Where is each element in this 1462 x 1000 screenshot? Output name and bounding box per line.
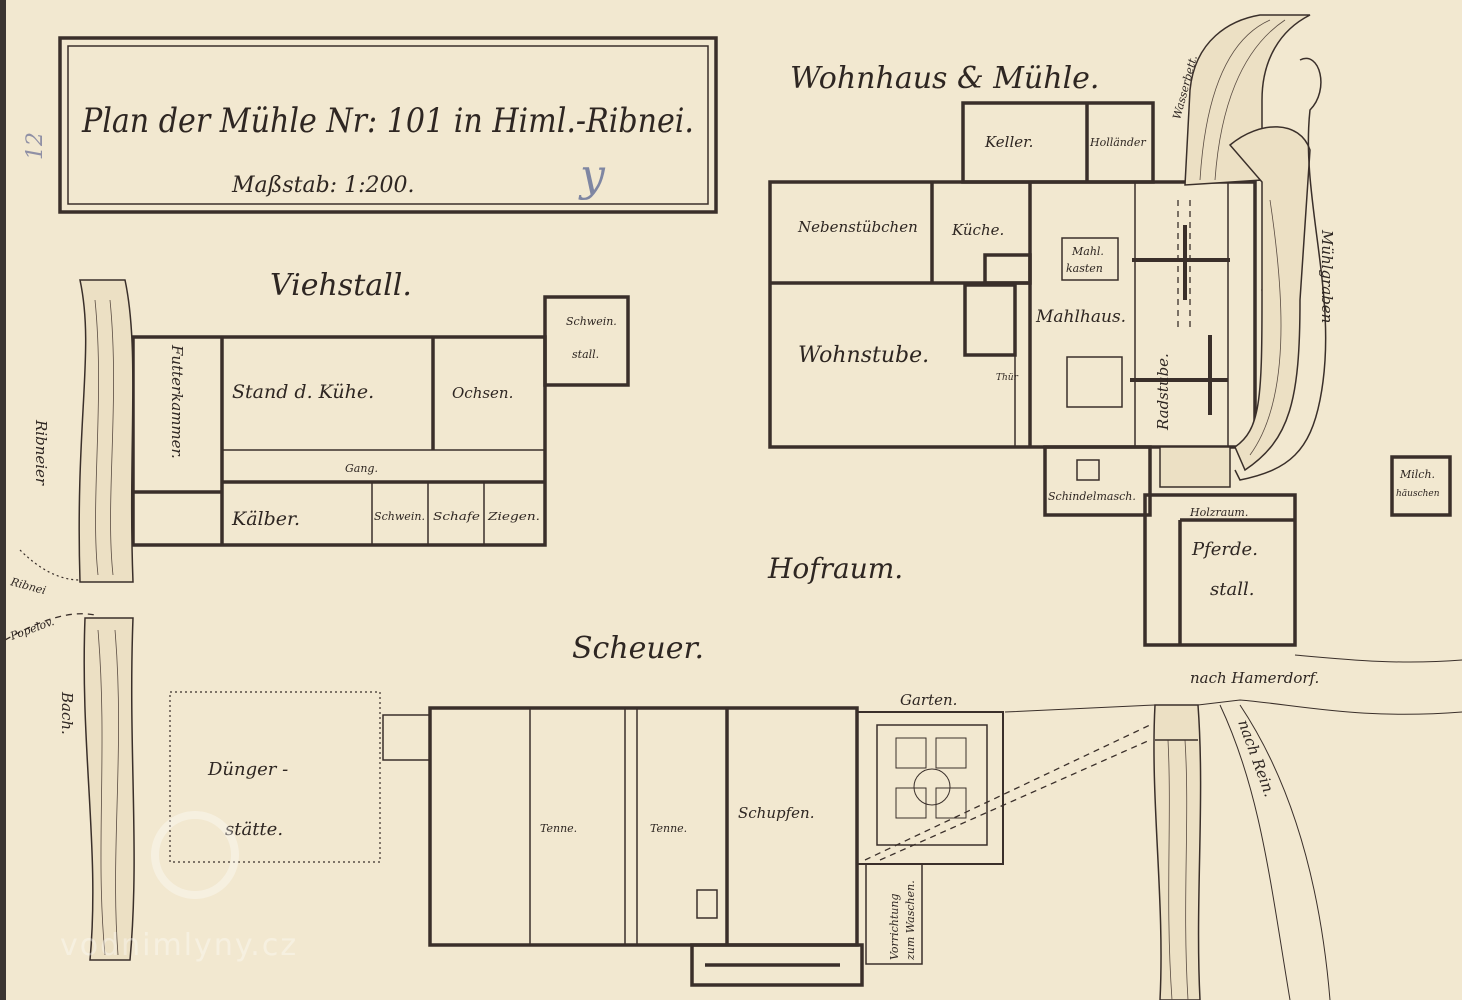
- road-hamerdorf: [1294, 654, 1462, 663]
- room-mahlhaus: Mahlhaus.: [1035, 307, 1126, 327]
- wohnhaus-muehle-building: Nebenstübchen Küche. Keller. Holländer W…: [768, 101, 1452, 647]
- room-tenne-2: Tenne.: [650, 822, 687, 835]
- room-nebenstuebchen: Nebenstübchen: [797, 218, 918, 236]
- room-schwein: Schwein.: [374, 510, 425, 523]
- room-hollaender: Holländer: [1089, 136, 1146, 149]
- room-schupfen: Schupfen.: [738, 804, 814, 822]
- mahlkasten-2: kasten: [1066, 262, 1103, 275]
- left-brook: Ribneier Bach. Ribnei Popelov.: [4, 279, 135, 961]
- door-label: Thür: [996, 373, 1019, 383]
- room-gang: Gang.: [345, 462, 378, 475]
- pencil-number: 12: [23, 132, 48, 160]
- plan-title: Plan der Mühle Nr: 101 in Himl.-Ribnei.: [81, 101, 694, 141]
- label-ribneier: Ribneier: [32, 419, 50, 486]
- paper-edge: [0, 0, 6, 1000]
- room-radstube: Radstube.: [1154, 353, 1172, 431]
- room-kaelber: Kälber.: [231, 508, 300, 530]
- heading-hofraum: Hofraum.: [767, 552, 903, 585]
- label-vorrichtung-2: zum Waschen.: [904, 880, 917, 961]
- milch-1: Milch.: [1399, 468, 1435, 481]
- label-duenger-1: Dünger -: [207, 759, 288, 780]
- road-popelov: Popelov.: [8, 615, 56, 643]
- mill-race: Wasserbett. Mühlgraben: [1159, 14, 1336, 488]
- room-schweinstall-1: Schwein.: [566, 315, 617, 328]
- room-kueche: Küche.: [951, 221, 1004, 239]
- heading-wohnhaus: Wohnhaus & Mühle.: [790, 61, 1099, 96]
- title-cartouche: Plan der Mühle Nr: 101 in Himl.-Ribnei. …: [58, 36, 718, 214]
- road-ribnei: Ribnei: [8, 575, 47, 597]
- watermark-text: vodnimlyny.cz: [60, 928, 298, 963]
- heading-scheuer: Scheuer.: [572, 631, 704, 666]
- scheuer-building: Dünger - stätte. Tenne. Tenne. Schupfen.: [169, 691, 864, 987]
- room-ochsen: Ochsen.: [452, 384, 513, 402]
- road-edge: [1004, 699, 1462, 715]
- plan-scale: Maßstab: 1:200.: [231, 173, 414, 198]
- watermark: vodnimlyny.cz: [60, 811, 298, 963]
- lower-brook: [1153, 704, 1202, 1000]
- room-pferdestall-2: stall.: [1210, 579, 1254, 600]
- room-wohnstube: Wohnstube.: [798, 343, 929, 368]
- label-bach: Bach.: [58, 691, 76, 735]
- label-muehlgraben: Mühlgraben: [1318, 229, 1336, 323]
- room-keller: Keller.: [984, 133, 1033, 151]
- room-schindelmasch: Schindelmasch.: [1048, 490, 1136, 503]
- room-schafe: Schafe: [433, 510, 481, 523]
- label-vorrichtung-1: Vorrichtung: [888, 894, 901, 960]
- room-ziegen: Ziegen.: [487, 510, 540, 523]
- room-schweinstall-2: stall.: [572, 348, 599, 361]
- room-futterkammer: Futterkammer.: [168, 344, 186, 459]
- room-stand-kuehe: Stand d. Kühe.: [232, 381, 374, 403]
- room-tenne-1: Tenne.: [540, 822, 577, 835]
- road-rein: [1219, 704, 1331, 1000]
- label-garten: Garten.: [900, 691, 957, 709]
- label-hamerdorf: nach Hamerdorf.: [1190, 669, 1319, 687]
- heading-viehstall: Viehstall.: [270, 268, 412, 303]
- garden: Garten. Vorrichtung zum Waschen.: [856, 691, 1151, 965]
- mahlkasten-1: Mahl.: [1071, 245, 1104, 258]
- watermark-wheel-icon: [151, 811, 239, 899]
- milch-2: häuschen: [1396, 489, 1440, 499]
- pencil-mark: y: [578, 150, 606, 201]
- viehstall-building: Futterkammer. Stand d. Kühe. Ochsen. Gan…: [131, 295, 630, 547]
- room-pferdestall-1: Pferde.: [1191, 539, 1258, 560]
- label-duenger-2: stätte.: [225, 819, 283, 840]
- room-holzraum: Holzraum.: [1189, 506, 1248, 519]
